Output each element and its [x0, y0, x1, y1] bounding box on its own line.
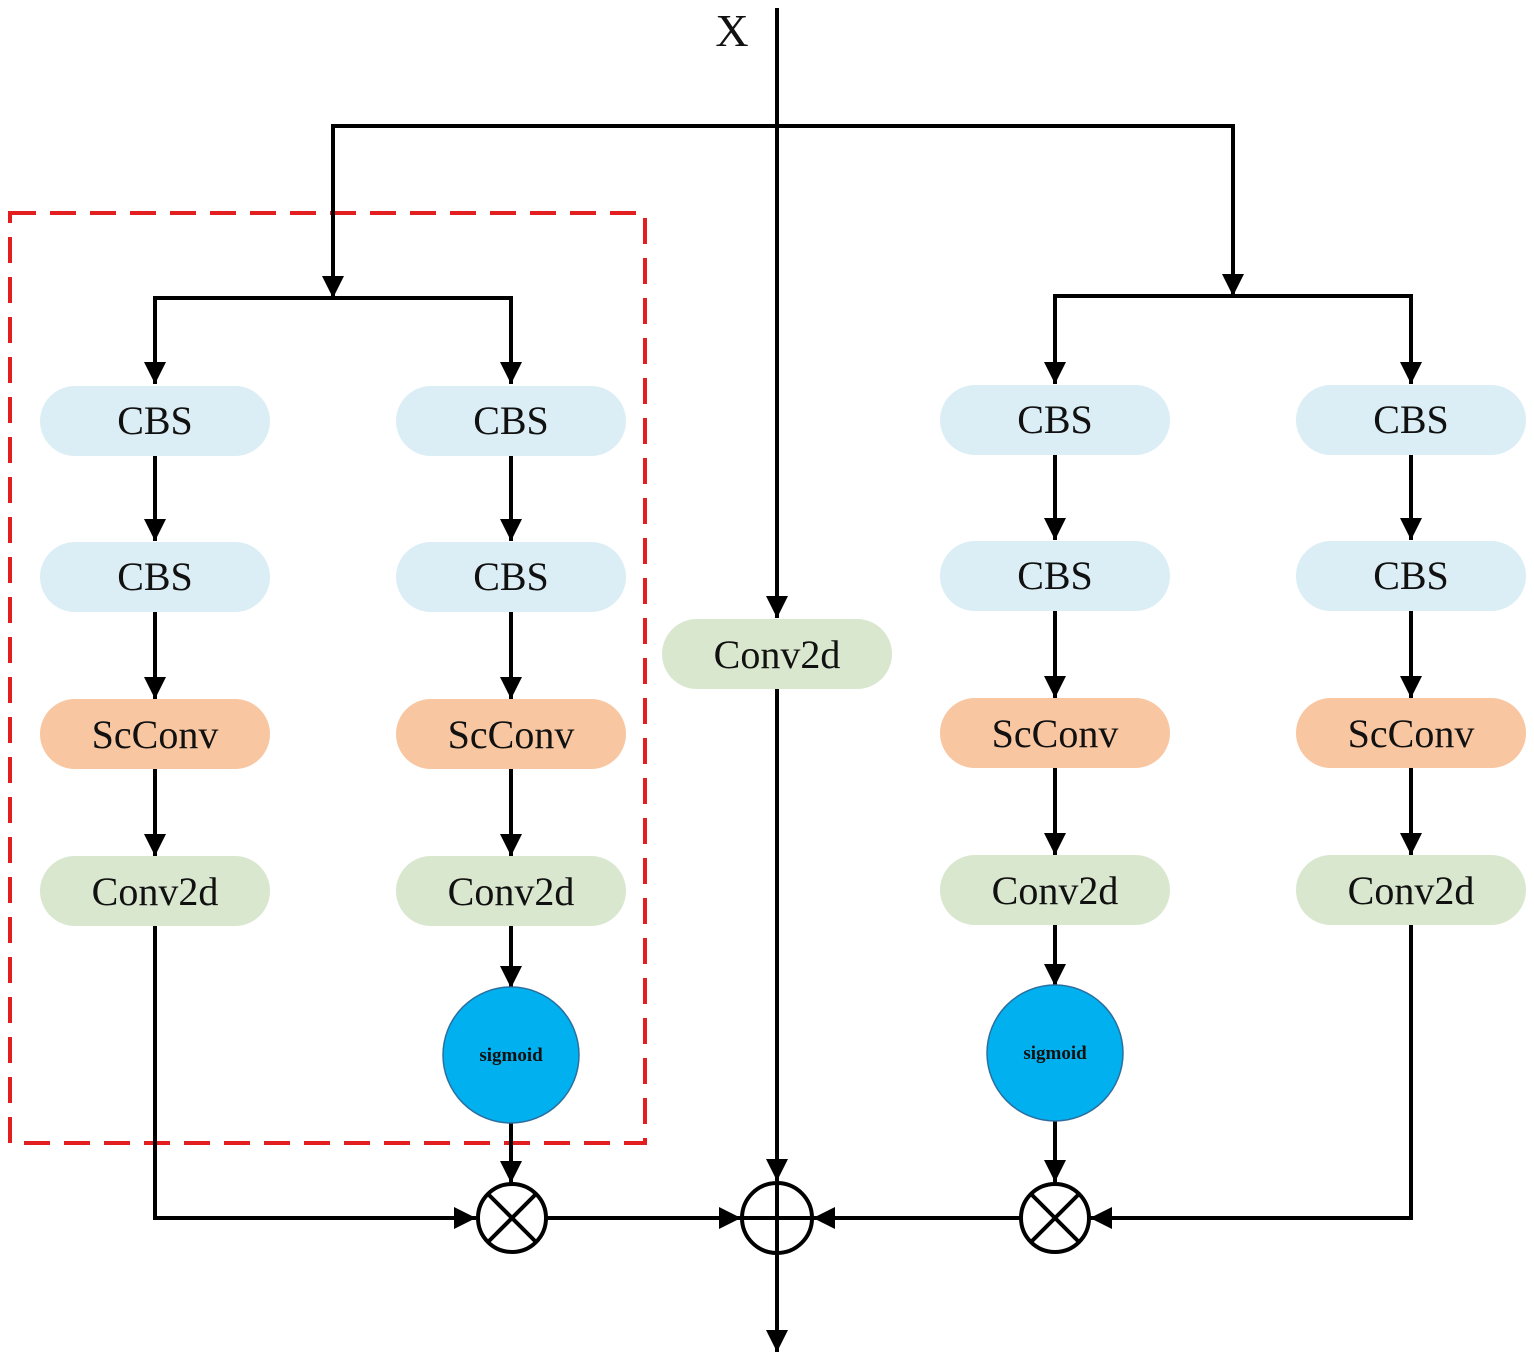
- node-label: Conv2d: [92, 869, 219, 914]
- right-b-route: [1090, 925, 1413, 1229]
- multiply-right-icon: [1019, 1182, 1091, 1254]
- left-b-cbs1-node: CBS: [396, 386, 626, 456]
- right-b-cbs1-node: CBS: [1296, 385, 1526, 455]
- node-label: CBS: [1017, 553, 1093, 598]
- node-label: Conv2d: [992, 868, 1119, 913]
- node-label: CBS: [473, 398, 549, 443]
- node-label: CBS: [117, 398, 193, 443]
- center-conv2d-node: Conv2d: [662, 619, 892, 689]
- left-a-scconv-node: ScConv: [40, 699, 270, 769]
- right-a-cbs1-node: CBS: [940, 385, 1170, 455]
- node-label: ScConv: [448, 712, 575, 757]
- multiply-left-icon: [476, 1182, 548, 1254]
- left-b-sigmoid-node: sigmoid: [442, 986, 580, 1124]
- node-label: CBS: [473, 554, 549, 599]
- left-b-cbs2-node: CBS: [396, 542, 626, 612]
- right-a-sigmoid-node: sigmoid: [986, 984, 1124, 1122]
- node-label: ScConv: [1348, 711, 1475, 756]
- right-a-scconv-node: ScConv: [940, 698, 1170, 768]
- left-a-route: [153, 926, 476, 1229]
- node-label: Conv2d: [1348, 868, 1475, 913]
- right-b-scconv-node: ScConv: [1296, 698, 1526, 768]
- node-label: CBS: [1373, 397, 1449, 442]
- node-label: CBS: [1373, 553, 1449, 598]
- left-a-cbs2-node: CBS: [40, 542, 270, 612]
- left-a-cbs1-node: CBS: [40, 386, 270, 456]
- node-label: ScConv: [992, 711, 1119, 756]
- add-icon: [740, 1181, 814, 1255]
- dashed-highlight-box: [8, 211, 647, 1145]
- right-b-cbs2-node: CBS: [1296, 541, 1526, 611]
- node-label: CBS: [117, 554, 193, 599]
- left-b-scconv-node: ScConv: [396, 699, 626, 769]
- node-label: sigmoid: [1023, 1043, 1087, 1064]
- node-label: CBS: [1017, 397, 1093, 442]
- node-label: Conv2d: [448, 869, 575, 914]
- right-b-conv2d-node: Conv2d: [1296, 855, 1526, 925]
- left-a-conv2d-node: Conv2d: [40, 856, 270, 926]
- right-a-conv2d-node: Conv2d: [940, 855, 1170, 925]
- node-label: sigmoid: [479, 1045, 543, 1066]
- node-label: ScConv: [92, 712, 219, 757]
- node-label: Conv2d: [714, 632, 841, 677]
- right-a-cbs2-node: CBS: [940, 541, 1170, 611]
- input-label: X: [715, 5, 748, 56]
- left-b-conv2d-node: Conv2d: [396, 856, 626, 926]
